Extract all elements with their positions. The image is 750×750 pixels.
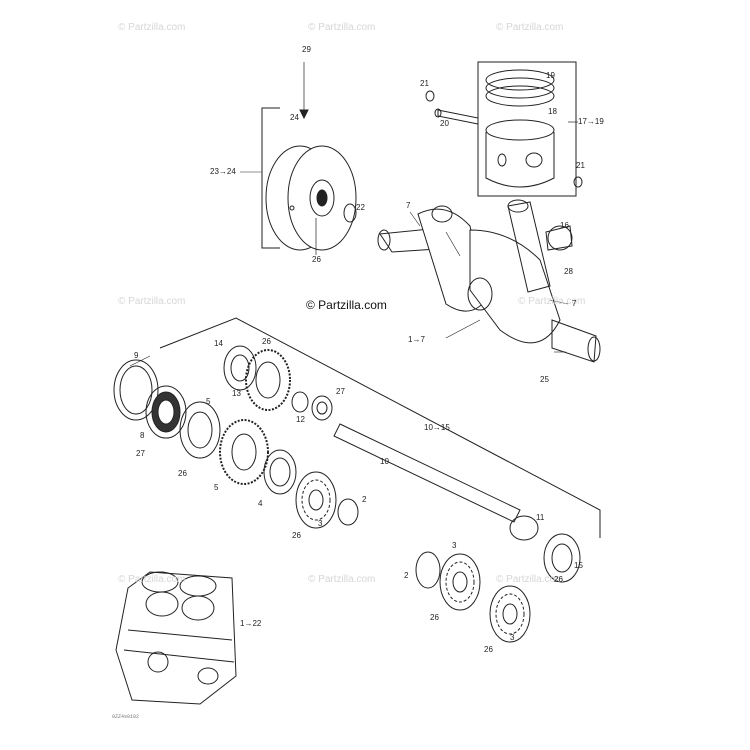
lower-bearing-group — [415, 551, 531, 643]
callout-8: 8 — [140, 431, 145, 440]
callout-1-22: 1→22 — [240, 619, 262, 628]
watermark-text: © Partzilla.com — [118, 22, 186, 33]
watermark-text: © Partzilla.com — [118, 574, 186, 585]
callout-26: 26 — [312, 255, 321, 264]
callout-25: 25 — [540, 375, 549, 384]
callout-2: 2 — [404, 571, 409, 580]
callout-26: 26 — [554, 575, 563, 584]
piston-group — [425, 61, 583, 197]
callout-5: 5 — [214, 483, 219, 492]
callout-19: 19 — [546, 71, 555, 80]
callout-12: 12 — [296, 415, 305, 424]
callout-11: 11 — [536, 513, 545, 522]
balance-shaft-group — [113, 317, 601, 583]
callout-10-15: 10→15 — [424, 423, 450, 432]
watermark-text: © Partzilla.com — [496, 574, 564, 585]
leader-lines — [129, 171, 569, 367]
callout-7: 7 — [406, 201, 411, 210]
callout-26: 26 — [292, 531, 301, 540]
watermark-text: © Partzilla.com — [496, 22, 564, 33]
callout-21: 21 — [576, 161, 585, 170]
callout-17-19: 17→19 — [578, 117, 604, 126]
callout-23-24: 23→24 — [210, 167, 236, 176]
crankshaft — [377, 199, 601, 363]
watermark-text: © Partzilla.com — [118, 296, 186, 307]
callout-10: 10 — [380, 457, 389, 466]
callout-3: 3 — [452, 541, 457, 550]
watermark-text: © Partzilla.com — [518, 296, 586, 307]
callout-20: 20 — [440, 119, 449, 128]
drive-pulley-group — [261, 62, 357, 255]
callout-26: 26 — [484, 645, 493, 654]
callout-27: 27 — [136, 449, 145, 458]
watermark-text: © Partzilla.com — [308, 574, 376, 585]
callout-13: 13 — [232, 389, 241, 398]
callout-21: 21 — [420, 79, 429, 88]
callout-24: 24 — [290, 113, 299, 122]
center-brand-text: © Partzilla.com — [306, 298, 387, 312]
drawing-reference: 0ZZ4s0102 — [112, 714, 140, 720]
callout-28: 28 — [564, 267, 573, 276]
engine-block-thumbnail — [115, 571, 237, 705]
callout-26: 26 — [178, 469, 187, 478]
callout-15: 15 — [574, 561, 583, 570]
callout-4: 4 — [258, 499, 263, 508]
callout-3: 3 — [510, 633, 515, 642]
callout-5: 5 — [206, 397, 211, 406]
callout-22: 22 — [356, 203, 365, 212]
callout-1-7: 1→7 — [408, 335, 425, 344]
callout-14: 14 — [214, 339, 223, 348]
callout-3: 3 — [318, 519, 323, 528]
callout-26: 26 — [262, 337, 271, 346]
callout-16: 16 — [560, 221, 569, 230]
watermark-text: © Partzilla.com — [308, 22, 376, 33]
callout-26: 26 — [430, 613, 439, 622]
callout-18: 18 — [548, 107, 557, 116]
callout-29: 29 — [302, 45, 311, 54]
callout-2: 2 — [362, 495, 367, 504]
callout-7: 7 — [572, 299, 577, 308]
callout-9: 9 — [134, 351, 139, 360]
callout-27: 27 — [336, 387, 345, 396]
